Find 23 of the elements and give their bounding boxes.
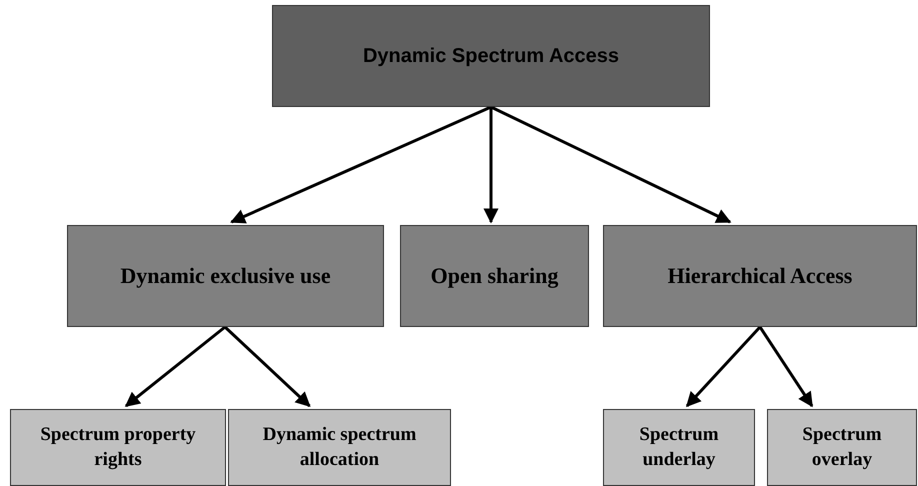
node-label: Open sharing [430, 262, 560, 290]
subcategory-box [603, 409, 755, 486]
arrow [686, 326, 762, 408]
node-label: Dynamic Spectrum Access [362, 44, 620, 69]
arrow [758, 326, 814, 408]
node-label: Dynamic exclusive use [119, 262, 332, 290]
arrow [124, 326, 226, 408]
arrow [490, 106, 732, 224]
subcategory-box [228, 409, 451, 486]
subcategory-box [767, 409, 917, 486]
node-label: Spectrum underlay [638, 422, 720, 472]
category-box [67, 225, 384, 327]
subcategory-box [10, 409, 226, 486]
arrow [484, 107, 498, 224]
root-box [272, 5, 710, 107]
category-box [400, 225, 589, 327]
node-label: Dynamic spectrum allocation [262, 422, 418, 472]
node-label: Spectrum overlay [801, 422, 883, 472]
node-label: Hierarchical Access [666, 262, 854, 290]
arrow [224, 326, 311, 408]
category-box [603, 225, 917, 327]
node-label: Spectrum property rights [39, 422, 197, 472]
arrow [230, 106, 492, 224]
